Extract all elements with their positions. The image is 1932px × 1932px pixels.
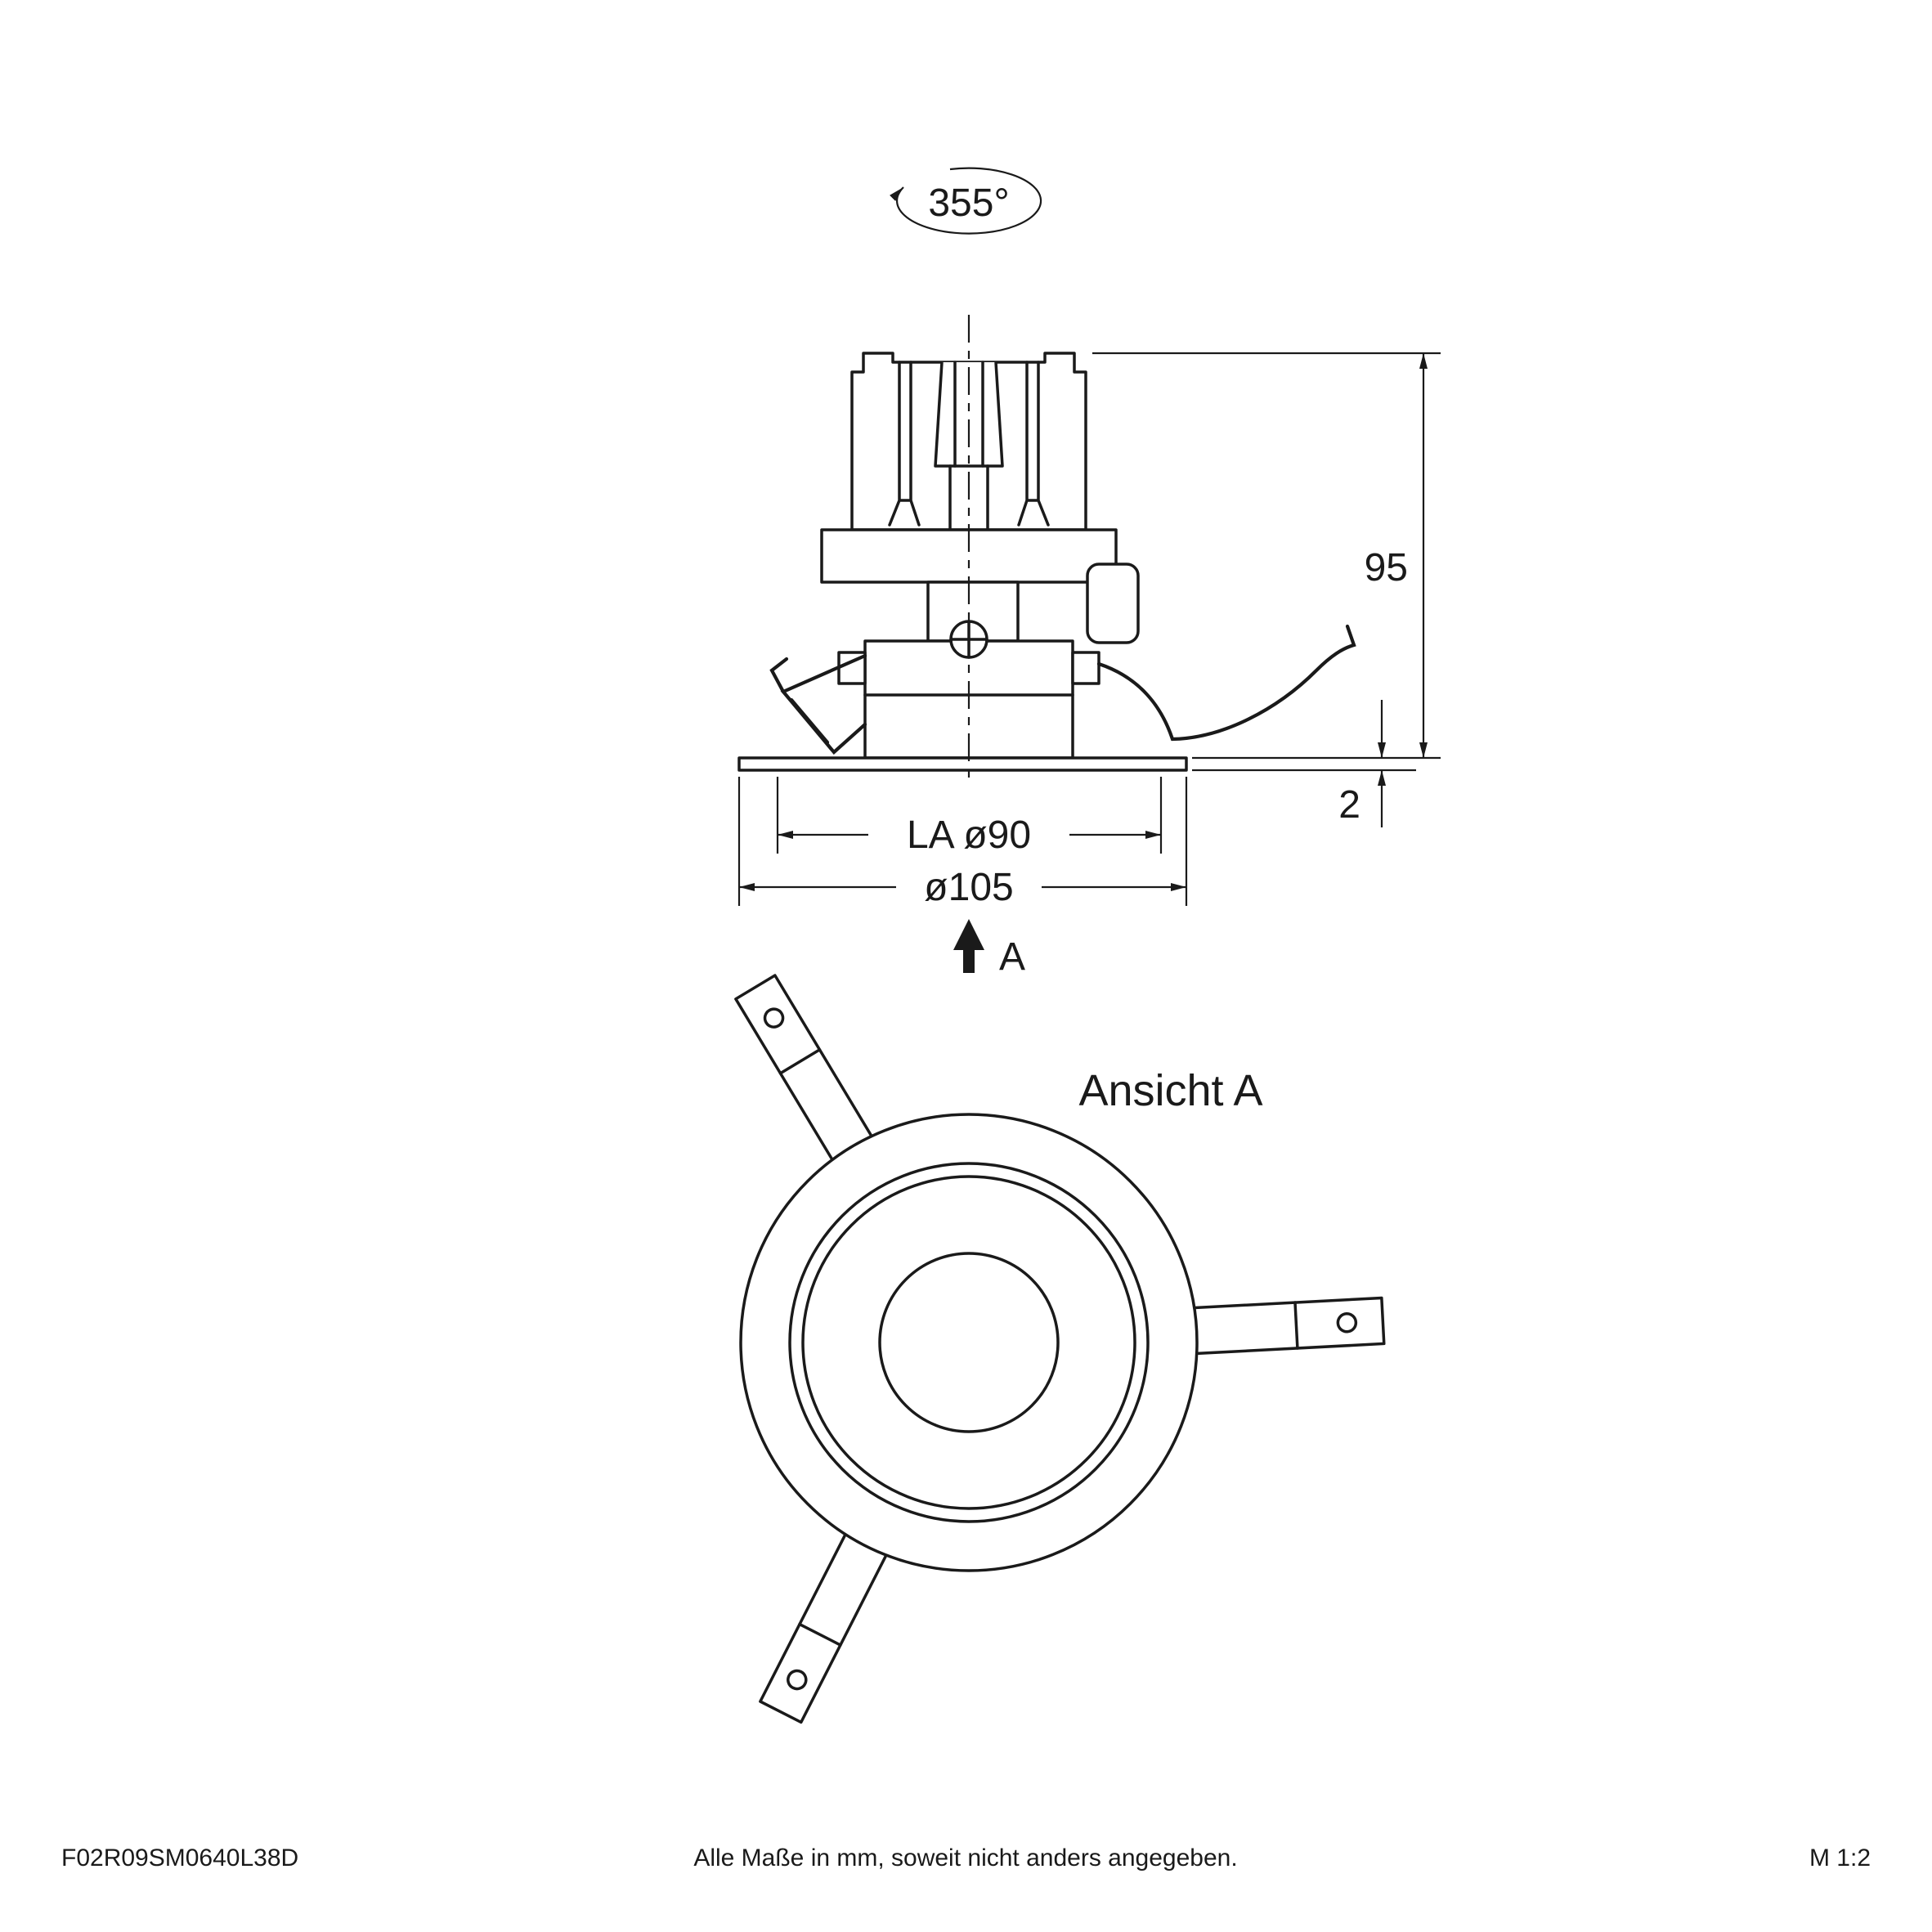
dim-label-105: ø105 <box>924 866 1013 909</box>
spring-arm-joint-line <box>1293 1301 1299 1350</box>
lens-circle <box>878 1252 1060 1433</box>
rotation-annotation: 355° <box>890 167 1042 235</box>
leaf-spring-left-inner <box>789 697 830 745</box>
spring-arm-hole <box>787 1669 808 1691</box>
flange-outer-circle <box>739 1113 1199 1572</box>
rotation-label: 355° <box>928 182 1009 225</box>
dim-label-95: 95 <box>1365 546 1408 589</box>
hinge-knuckle <box>1086 563 1140 644</box>
bottom-view: Ansicht A <box>734 974 1386 1724</box>
dim-label-2: 2 <box>1338 783 1360 827</box>
fin-slot-left <box>888 361 921 527</box>
center-cone-ribs <box>948 361 989 531</box>
footer-note: Alle Maße in mm, soweit nicht anders ang… <box>693 1845 1237 1871</box>
retainer-tab-right <box>1071 651 1100 685</box>
bottom-view-title: Ansicht A <box>1078 1066 1262 1115</box>
dimension-flange-2: 2 <box>1338 700 1386 827</box>
bezel-outer-circle <box>788 1162 1150 1523</box>
flange-plate <box>737 756 1188 772</box>
dimension-105: ø105 <box>739 866 1186 909</box>
spring-arm-joint-line <box>798 1622 842 1647</box>
bezel-inner-circle <box>801 1175 1136 1510</box>
wire-spring-right <box>1096 624 1356 742</box>
dimension-la-90: LA ø90 <box>778 814 1161 857</box>
spring-arm-body <box>1166 1296 1386 1356</box>
fin-slot-right <box>1017 361 1050 527</box>
center-cone <box>934 361 1004 468</box>
view-a-label: A <box>999 935 1025 979</box>
footer-scale: M 1:2 <box>1809 1845 1871 1871</box>
footer: F02R09SM0640L38D Alle Maße in mm, soweit… <box>61 1845 1871 1871</box>
spring-arm-hole <box>1336 1312 1358 1334</box>
spring-arm-joint-line <box>778 1048 822 1075</box>
leaf-spring-left-hook <box>769 657 789 694</box>
footer-article-number: F02R09SM0640L38D <box>61 1845 298 1871</box>
rotation-arc-arrow <box>890 167 1042 235</box>
spring-arm-hole <box>763 1007 785 1029</box>
view-a-arrow-icon <box>953 919 984 973</box>
dimension-height-95: 95 <box>1365 353 1428 758</box>
view-direction-arrow: A <box>953 919 1025 979</box>
extension-lines <box>737 352 1441 906</box>
dimensions: 95 2 LA ø90 ø105 A <box>737 352 1441 979</box>
spring-arm-2 <box>1166 1296 1386 1356</box>
dim-label-la90: LA ø90 <box>907 814 1031 857</box>
